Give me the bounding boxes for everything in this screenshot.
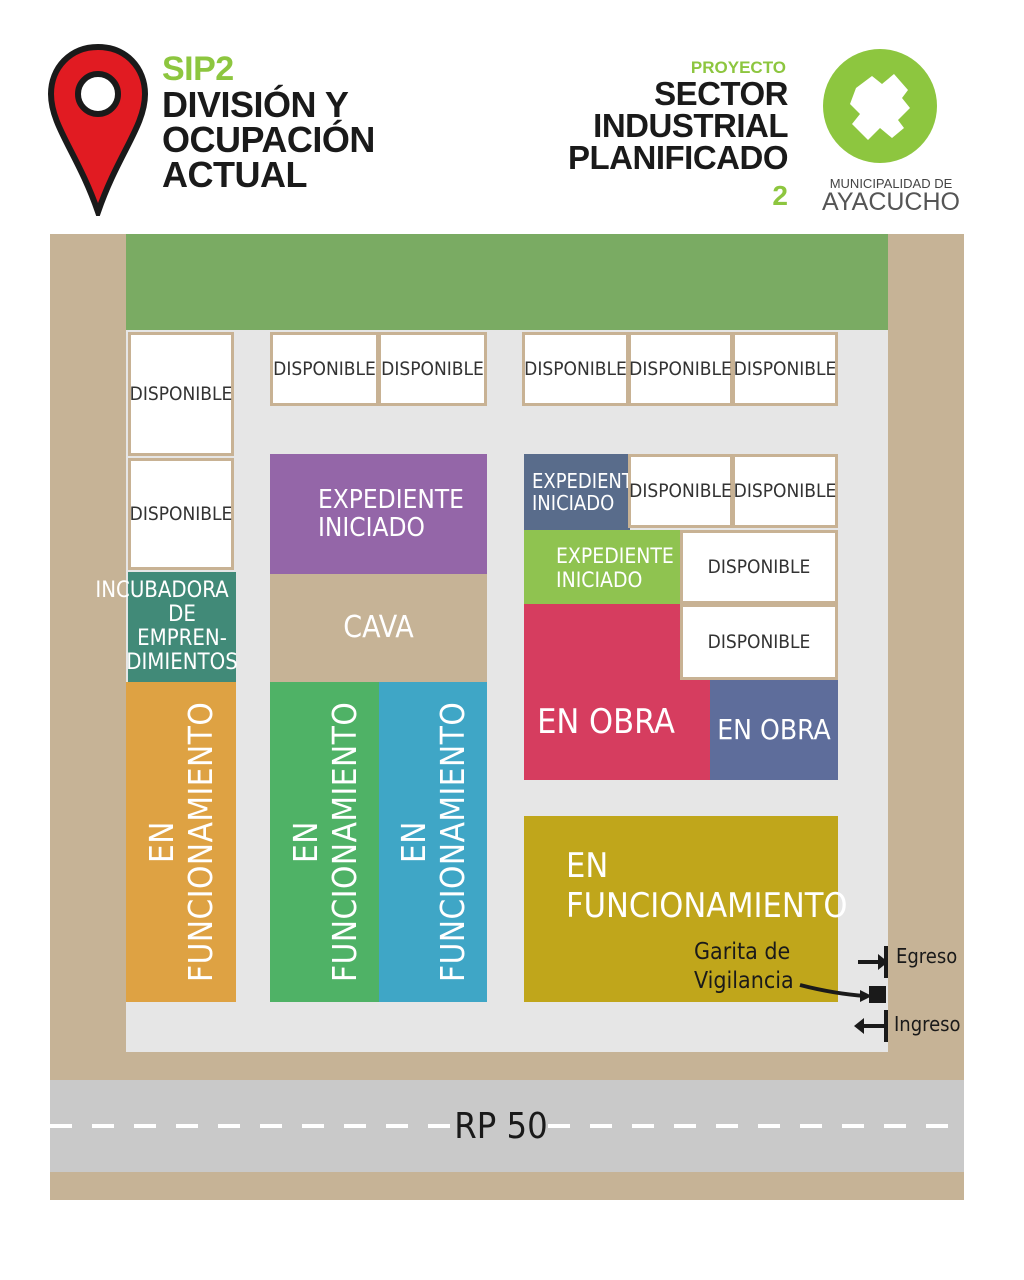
lot-en-obra: EN OBRA <box>710 680 838 780</box>
expediente-line-1: EXPEDIENTE <box>318 485 464 515</box>
egreso-label: Egreso <box>896 944 958 968</box>
lot-incubadora: INCUBADORA DE EMPREN- DIMIENTOS <box>95 572 238 682</box>
map-pin-icon <box>48 44 148 216</box>
project-title-line-2: INDUSTRIAL <box>593 107 788 144</box>
header-title: SIP2 DIVISIÓN Y OCUPACIÓN ACTUAL <box>162 50 462 195</box>
lot-en-funcionamiento-label: EN FUNCIONAMIENTO <box>566 846 847 926</box>
egreso-arrow-icon <box>858 946 888 978</box>
expediente-line-2: INICIADO <box>556 568 643 592</box>
lot-en-funcionamiento: EN FUNCIONAMIENTO <box>126 682 236 1002</box>
lot-en-funcionamiento: EN FUNCIONAMIENTO <box>379 682 487 1002</box>
lot-expediente-iniciado: EXPEDIENTE INICIADO <box>270 454 487 574</box>
project-title-line-1: SECTOR <box>654 75 788 112</box>
incubadora-line-2: DE EMPREN- <box>137 602 227 651</box>
access-markers <box>799 946 888 1042</box>
expediente-line-2: INICIADO <box>318 513 425 543</box>
ingreso-label: Ingreso <box>894 1012 961 1036</box>
lot-disponible: DISPONIBLE <box>732 454 838 528</box>
municipality-line-2: AYACUCHO <box>822 188 960 216</box>
lot-label: EN FUNCIONAMIENTO <box>394 701 472 983</box>
expediente-line-1: EXPEDIENTE <box>556 544 674 568</box>
expediente-line-1: EXPEDIENTE <box>532 469 645 493</box>
garita-label: Garita de Vigilancia <box>694 938 794 996</box>
lot-en-funcionamiento: EN FUNCIONAMIENTO <box>270 682 379 1002</box>
lot-en-funcionamiento <box>524 816 838 1002</box>
lot-disponible: DISPONIBLE <box>680 530 838 604</box>
header-code: SIP2 <box>162 50 234 88</box>
ingreso-arrow-icon <box>854 1010 888 1042</box>
project-small-label: PROYECTO <box>690 58 786 77</box>
funcionamiento-line-2: FUNCIONAMIENTO <box>566 886 848 926</box>
lot-disponible: DISPONIBLE <box>378 332 487 406</box>
lot-en-obra <box>524 604 710 780</box>
header-title-line-1: DIVISIÓN Y <box>162 84 349 125</box>
lot-disponible: DISPONIBLE <box>128 332 234 456</box>
lot-expediente-iniciado: EXPEDIENTE INICIADO <box>524 454 644 530</box>
lot-disponible: DISPONIBLE <box>128 458 234 570</box>
road-name: RP 50 <box>454 1106 548 1147</box>
garita-arrow-icon <box>799 983 872 1002</box>
lot-disponible: DISPONIBLE <box>732 332 838 406</box>
header-title-line-2: OCUPACIÓN <box>162 119 375 160</box>
project-title: SECTOR INDUSTRIAL PLANIFICADO <box>568 75 789 176</box>
lot-label: EN FUNCIONAMIENTO <box>142 701 220 983</box>
road-center-line <box>548 1124 964 1128</box>
lot-disponible: DISPONIBLE <box>680 604 838 680</box>
green-space <box>126 234 888 330</box>
road-center-line <box>50 1124 460 1128</box>
funcionamiento-line-1: EN <box>566 846 609 886</box>
project-title-line-3: PLANIFICADO <box>568 139 789 176</box>
municipality-logo-icon <box>823 49 937 163</box>
garita-line-2: Vigilancia <box>694 968 794 994</box>
expediente-line-2: INICIADO <box>532 491 615 515</box>
garita-marker-icon <box>869 986 886 1003</box>
garita-line-1: Garita de <box>694 939 791 965</box>
lot-cava: CAVA <box>270 574 487 682</box>
lot-en-obra-label: EN OBRA <box>537 702 675 742</box>
lot-disponible: DISPONIBLE <box>628 332 733 406</box>
project-number: 2 <box>772 180 788 211</box>
incubadora-line-1: INCUBADORA <box>95 578 229 603</box>
municipality-line-1: MUNICIPALIDAD DE <box>829 176 953 191</box>
lot-disponible: DISPONIBLE <box>522 332 629 406</box>
incubadora-line-3: DIMIENTOS <box>126 650 238 675</box>
header-title-line-3: ACTUAL <box>162 154 307 195</box>
lot-label: EN FUNCIONAMIENTO <box>285 701 364 983</box>
lot-disponible: DISPONIBLE <box>628 454 733 528</box>
lot-expediente-iniciado: EXPEDIENTE INICIADO <box>524 530 680 606</box>
lot-disponible: DISPONIBLE <box>270 332 379 406</box>
